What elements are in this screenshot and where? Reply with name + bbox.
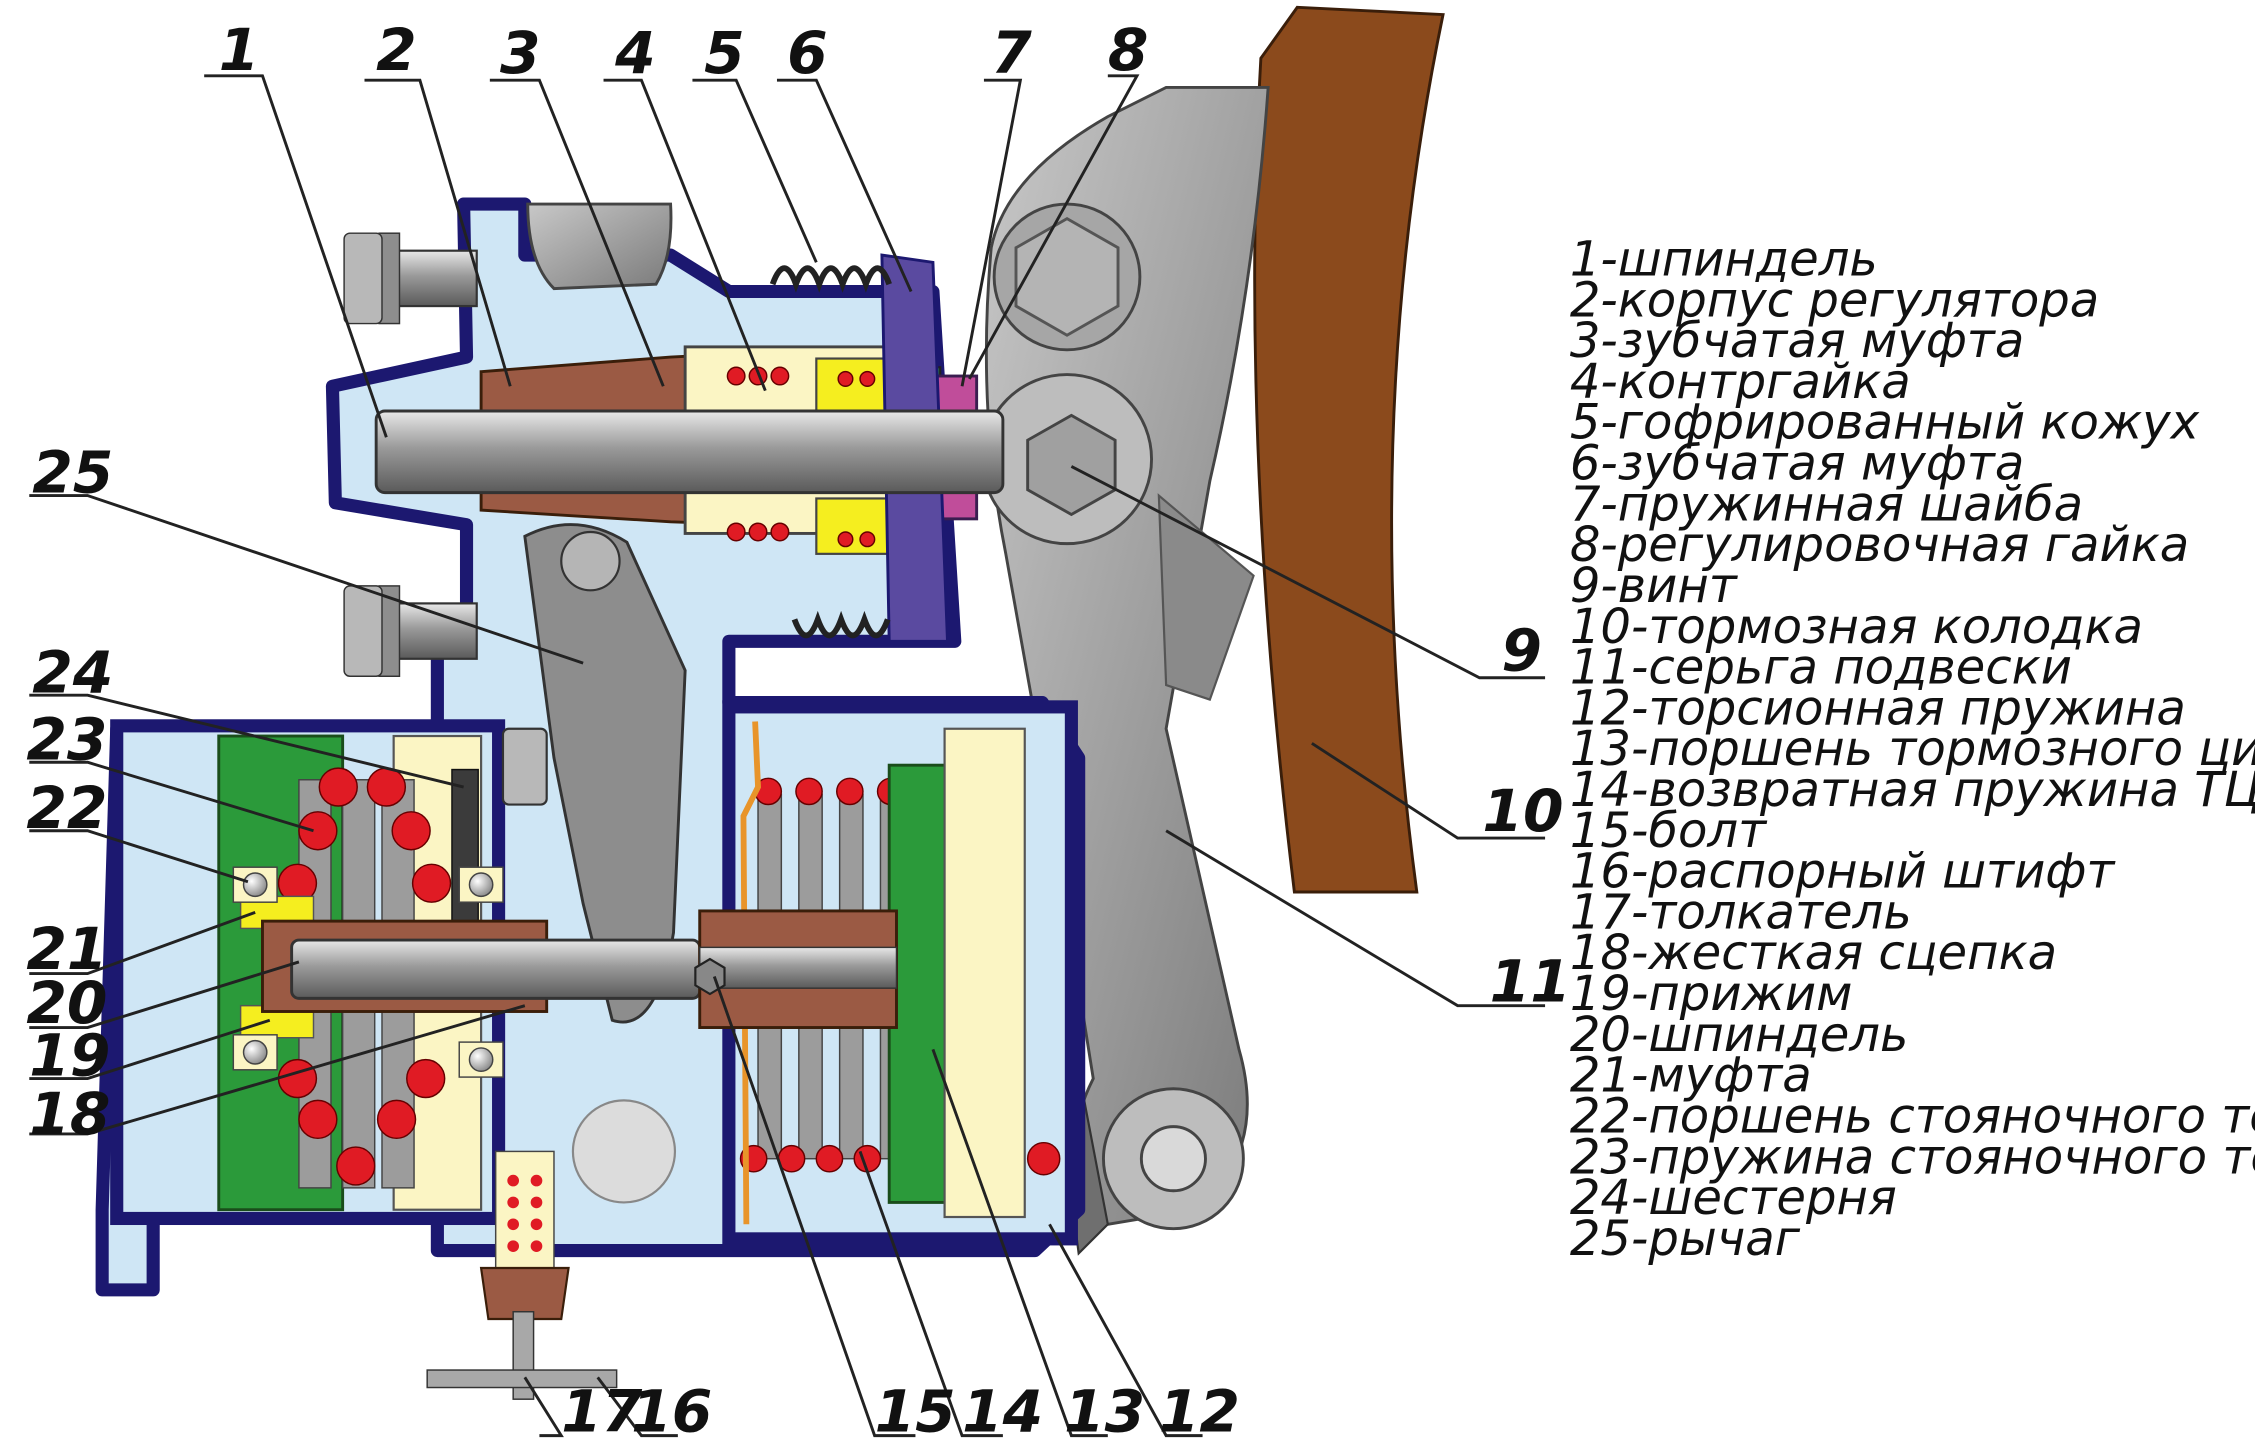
mounting-bolt-upper	[343, 232, 478, 325]
callout-24: 24	[32, 638, 113, 706]
legend-item-8: 8-регулировочная гайка	[1570, 517, 2189, 573]
legend-item-11: 11-серьга подвески	[1570, 640, 2072, 696]
callout-10: 10	[1482, 777, 1563, 845]
lower-pivot-hole	[1139, 1125, 1207, 1193]
legend-item-2: 2-корпус регулятора	[1570, 272, 2099, 328]
mounting-bolt-lower	[343, 585, 478, 678]
callout-2: 2	[376, 16, 417, 84]
callout-25: 25	[32, 439, 113, 507]
legend-item-13: 13-поршень тормозного цилиндра (ТЦ)	[1570, 721, 2255, 777]
gear-24	[451, 768, 479, 931]
callout-15: 15	[875, 1377, 956, 1440]
brake-shoe	[1253, 5, 1445, 894]
legend-item-4: 4-контргайка	[1570, 354, 1911, 410]
lever-25	[523, 523, 687, 1024]
callout-22: 22	[26, 774, 107, 842]
callout-5: 5	[704, 19, 745, 87]
callout-numbers: 1 2 3 4 5 6 7 8 9 10 11 12 13 14 15 16 1…	[26, 16, 1570, 1440]
spindle-20	[290, 938, 702, 1000]
legend-item-3: 3-зубчатая муфта	[1570, 313, 2024, 369]
housing-window	[571, 1099, 677, 1204]
legend-item-6: 6-зубчатая муфта	[1570, 436, 2024, 492]
legend-item-5: 5-гофрированный кожух	[1570, 395, 2200, 451]
callout-14: 14	[962, 1377, 1043, 1440]
callout-18: 18	[29, 1080, 110, 1148]
callout-23: 23	[26, 705, 107, 773]
legend-item-14: 14-возвратная пружина ТЦ	[1570, 762, 2255, 818]
callout-1: 1	[219, 16, 260, 84]
legend-item-21: 21-муфта	[1570, 1048, 1812, 1104]
callout-3: 3	[500, 19, 541, 87]
hanger-web	[1157, 493, 1255, 701]
piston-rod	[698, 946, 898, 989]
callout-17: 17	[561, 1377, 643, 1440]
callout-20: 20	[26, 969, 107, 1037]
adjusting-screw-hex	[1026, 413, 1117, 517]
callout-6: 6	[787, 19, 828, 87]
legend-item-1: 1-шпиндель	[1570, 231, 1878, 287]
callout-8: 8	[1108, 16, 1149, 84]
leader-lines	[29, 74, 1546, 1438]
bolt-15	[694, 957, 726, 996]
piston-cream-plate	[943, 727, 1026, 1219]
legend-item-10: 10-тормозная колодка	[1570, 599, 2143, 655]
pusher-17	[479, 1266, 570, 1321]
park-spring-coils	[277, 767, 452, 1186]
callout-12: 12	[1159, 1377, 1240, 1440]
callout-19: 19	[29, 1022, 110, 1090]
callout-16: 16	[631, 1377, 712, 1440]
pusher-body	[494, 1150, 555, 1269]
housing-top-boss	[526, 202, 673, 291]
legend-item-9: 9-винт	[1570, 558, 1739, 614]
callout-7: 7	[991, 19, 1032, 87]
legend: 1-шпиндель 2-корпус регулятора 3-зубчата…	[1570, 231, 2255, 1266]
legend-item-19: 19-прижим	[1570, 966, 1853, 1022]
legend-item-24: 24-шестерня	[1570, 1170, 1897, 1226]
return-spring-top-coils	[739, 777, 1061, 1176]
spacer-pin-16	[426, 1369, 618, 1389]
spindle-1	[374, 409, 1005, 495]
lever-pivot	[560, 530, 621, 592]
callout-4: 4	[614, 19, 656, 87]
park-bearings	[232, 866, 504, 1078]
callout-9: 9	[1501, 616, 1542, 684]
bellows-upper	[769, 265, 892, 293]
legend-item-15: 15-болт	[1570, 803, 1768, 859]
legend-item-20: 20-шпиндель	[1570, 1007, 1909, 1063]
callout-13: 13	[1064, 1377, 1145, 1440]
legend-item-7: 7-пружинная шайба	[1570, 476, 2083, 532]
legend-item-18: 18-жесткая сцепка	[1570, 925, 2057, 981]
callout-11: 11	[1490, 947, 1571, 1015]
callout-21: 21	[26, 915, 107, 983]
legend-item-25: 25-рычаг	[1570, 1211, 1801, 1267]
pusher-spring	[507, 1174, 543, 1252]
legend-item-23: 23-пружина стояночного тормоза	[1570, 1129, 2255, 1185]
bellows-lower	[791, 610, 891, 639]
legend-item-22: 22-поршень стояночного тормоза	[1570, 1088, 2255, 1144]
legend-item-17: 17-толкатель	[1570, 884, 1912, 940]
cylinder-bolt	[501, 727, 548, 806]
legend-item-12: 12-торсионная пружина	[1570, 680, 2186, 736]
legend-item-16: 16-распорный штифт	[1570, 844, 2117, 900]
